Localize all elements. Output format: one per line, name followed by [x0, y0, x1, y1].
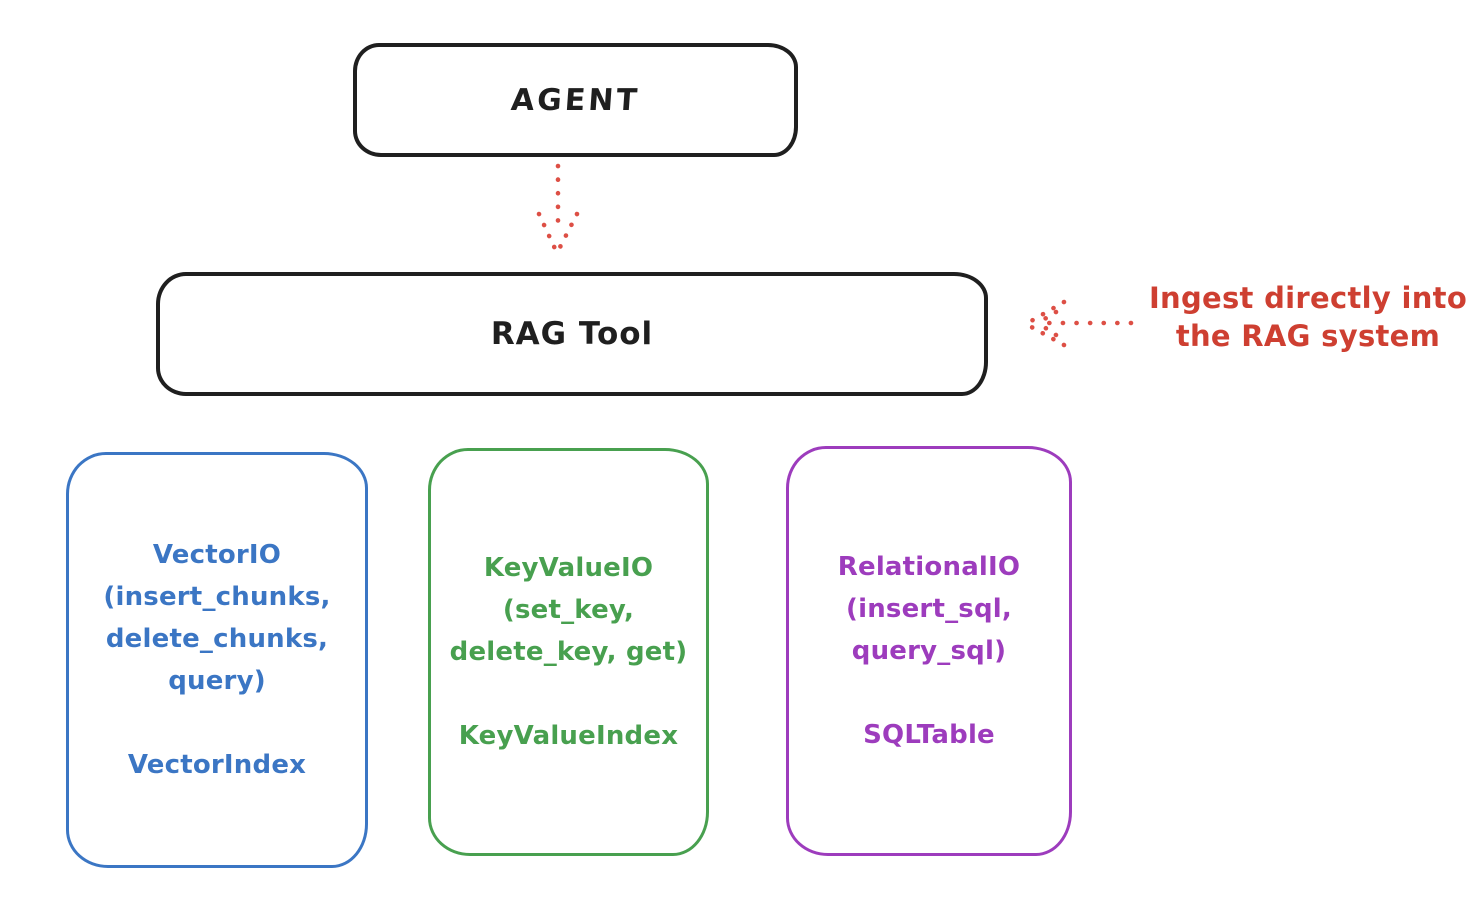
- node-agent-label: AGENT: [509, 82, 642, 118]
- node-rag-tool-label: RAG Tool: [490, 316, 654, 352]
- node-agent: AGENT: [353, 43, 798, 157]
- node-key-value-io-label: KeyValueIO (set_key, delete_key, get) Ke…: [449, 553, 688, 751]
- node-key-value-io: KeyValueIO (set_key, delete_key, get) Ke…: [428, 448, 709, 856]
- node-relational-io: RelationalIO (insert_sql, query_sql) SQL…: [786, 446, 1072, 856]
- node-relational-io-label: RelationalIO (insert_sql, query_sql) SQL…: [837, 552, 1021, 750]
- annotation-ingest-note: Ingest directly into the RAG system: [1148, 281, 1468, 353]
- node-rag-tool: RAG Tool: [156, 272, 988, 396]
- arrow-agent-to-rag-icon: [536, 163, 580, 256]
- node-vector-io-label: VectorIO (insert_chunks, delete_chunks, …: [103, 540, 331, 780]
- node-vector-io: VectorIO (insert_chunks, delete_chunks, …: [66, 452, 368, 868]
- arrow-ingest-to-rag-icon: [1023, 299, 1134, 348]
